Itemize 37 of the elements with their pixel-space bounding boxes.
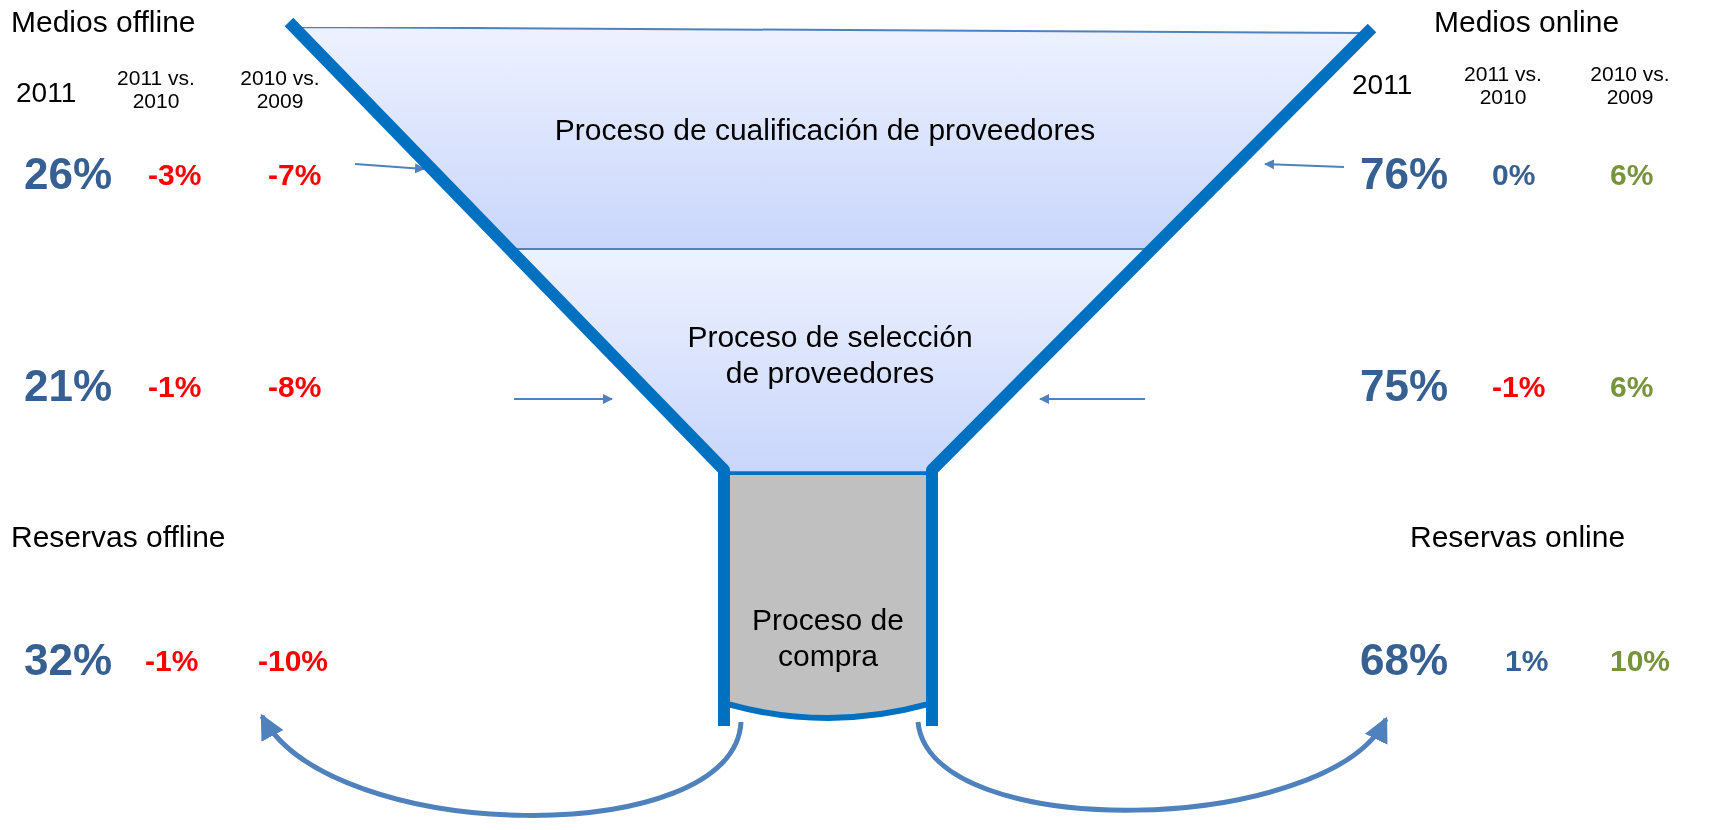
arrow — [513, 394, 613, 404]
arrow — [915, 717, 1388, 813]
percentage-value: -1% — [1492, 370, 1546, 403]
arrow — [260, 714, 744, 818]
percentage-value: 1% — [1505, 644, 1549, 677]
column-header: 2011 vs. 2010 — [116, 66, 196, 113]
percentage-value: 75% — [1360, 362, 1449, 411]
heading: Medios online — [1434, 5, 1620, 38]
section-label: Proceso de compra — [751, 602, 905, 674]
percentage-value: 68% — [1360, 636, 1449, 685]
arrow — [1264, 159, 1345, 170]
heading: 2011 — [1352, 70, 1413, 101]
column-header: 2011 vs. 2010 — [1463, 62, 1543, 109]
section-label: Proceso de cualificación de proveedores — [553, 112, 1097, 148]
percentage-value: -1% — [145, 644, 199, 677]
arrow — [1039, 394, 1146, 404]
column-header: 2010 vs. 2009 — [1589, 62, 1671, 109]
percentage-value: 21% — [24, 362, 113, 411]
heading: Medios offline — [11, 5, 196, 38]
arrow — [354, 163, 425, 174]
section-label: Proceso de selección de proveedores — [686, 319, 974, 391]
heading: 2011 — [16, 78, 77, 109]
heading: Reservas online — [1410, 520, 1626, 553]
percentage-value: 76% — [1360, 150, 1449, 199]
percentage-value: 26% — [24, 150, 113, 199]
percentage-value: -8% — [268, 370, 322, 403]
percentage-value: -1% — [148, 370, 202, 403]
percentage-value: 6% — [1610, 370, 1654, 403]
heading: Reservas offline — [11, 520, 226, 553]
percentage-value: 32% — [24, 636, 113, 685]
column-header: 2010 vs. 2009 — [239, 66, 321, 113]
percentage-value: -3% — [148, 158, 202, 191]
percentage-value: 10% — [1610, 644, 1671, 677]
percentage-value: -7% — [268, 158, 322, 191]
percentage-value: 6% — [1610, 158, 1654, 191]
percentage-value: -10% — [258, 644, 329, 677]
percentage-value: 0% — [1492, 158, 1536, 191]
